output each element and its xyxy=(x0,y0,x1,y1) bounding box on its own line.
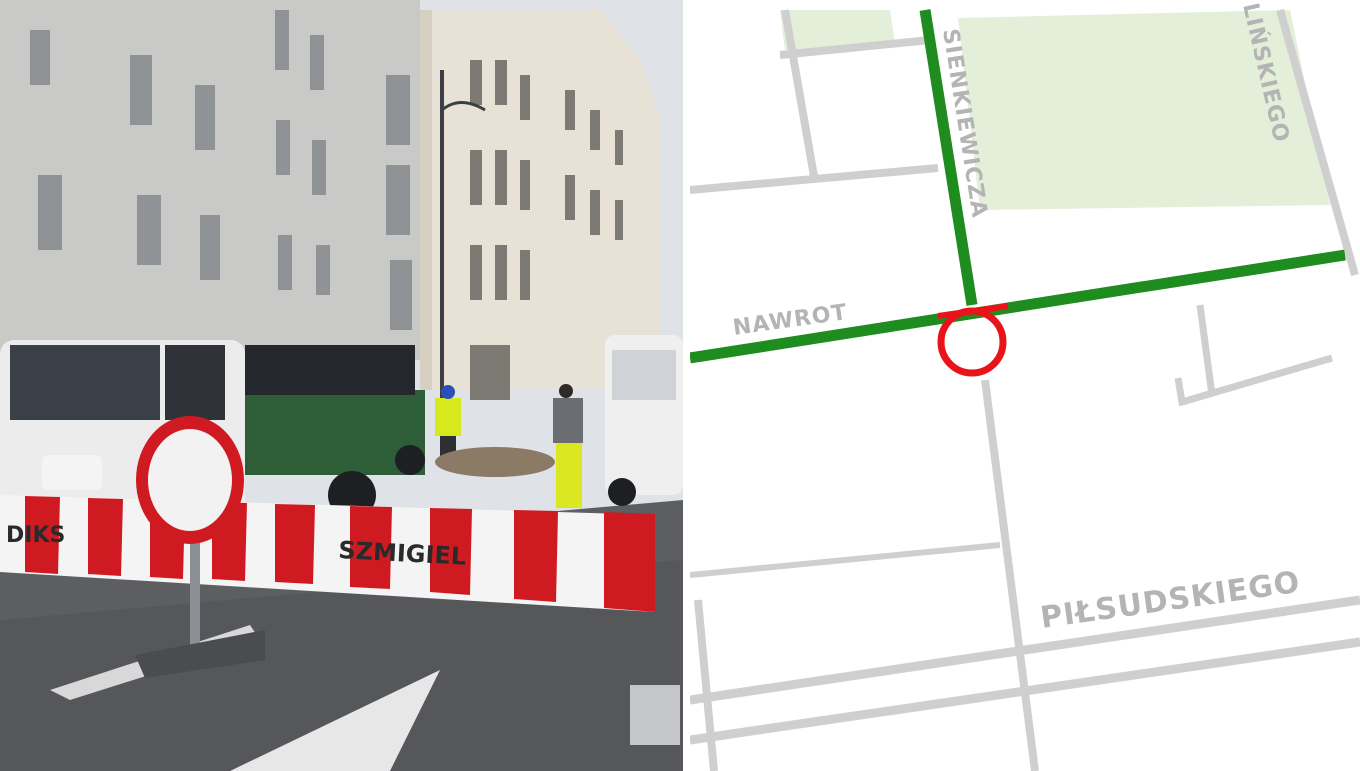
panel-divider xyxy=(683,0,690,771)
road xyxy=(690,637,1360,745)
barrier-text-left: DIKS xyxy=(6,523,65,548)
road xyxy=(779,36,931,59)
closed-route-nawrot xyxy=(690,249,1346,364)
road-network xyxy=(690,8,1360,771)
road xyxy=(690,595,1360,705)
map-canvas: SIENKIEWICZA NAWROT LIŃSKIEGO PIŁSUDSKIE… xyxy=(690,0,1360,771)
building-left xyxy=(0,0,420,360)
no-vehicles-sign xyxy=(135,416,265,678)
road xyxy=(981,379,1039,771)
road-workers xyxy=(435,384,583,508)
road xyxy=(1196,304,1216,396)
street-photo: DIKS SZMIGIEL xyxy=(0,0,683,771)
road xyxy=(781,9,819,183)
closed-route xyxy=(690,9,1346,364)
barrier-text-main: SZMIGIEL xyxy=(338,536,467,571)
park-area xyxy=(958,10,1330,210)
road xyxy=(690,542,1001,578)
road-arrow-marking xyxy=(230,670,440,771)
street-lamp xyxy=(440,70,444,400)
road xyxy=(1174,354,1333,407)
closure-location-marker xyxy=(937,303,1009,377)
street-map: SIENKIEWICZA NAWROT LIŃSKIEGO PIŁSUDSKIE… xyxy=(690,0,1360,771)
white-van xyxy=(605,335,683,506)
closed-route-sienkiewicza xyxy=(919,9,978,306)
road xyxy=(690,164,939,194)
road xyxy=(694,599,718,771)
building-corner xyxy=(420,10,660,390)
road xyxy=(1276,8,1359,277)
street-photo-illustration: DIKS SZMIGIEL xyxy=(0,0,683,771)
